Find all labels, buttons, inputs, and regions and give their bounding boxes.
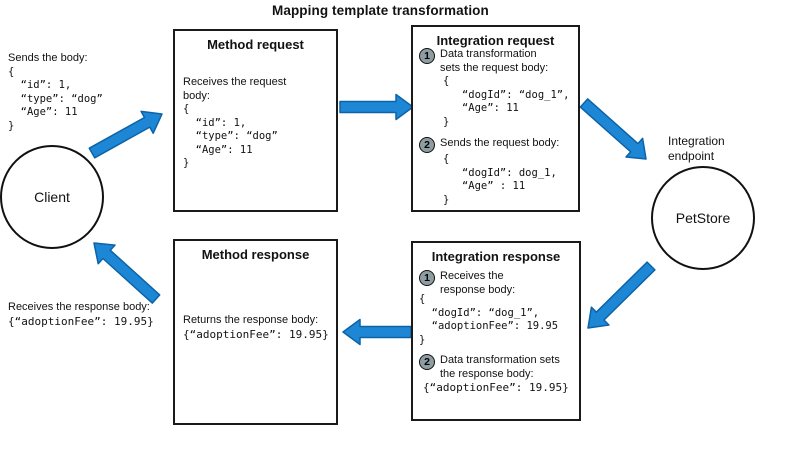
client-node-label: Client bbox=[34, 189, 70, 205]
method-request-code: { “id”: 1, “type”: “dog” “Age”: 11 } bbox=[183, 103, 278, 169]
petstore-node: PetStore bbox=[651, 166, 755, 270]
method-response-intro: Returns the response body: bbox=[183, 314, 319, 326]
integration-response-box: Integration response 1 Receives the resp… bbox=[411, 241, 581, 421]
integration-endpoint-label: Integration endpoint bbox=[668, 134, 725, 163]
client-receive-code: {“adoptionFee”: 19.95} bbox=[8, 314, 154, 328]
method-request-title: Method request bbox=[207, 37, 304, 52]
method-response-title: Method response bbox=[201, 247, 310, 262]
integration-request-step-1: 1 Data transformation sets the request b… bbox=[419, 48, 572, 75]
integration-request-title: Integration request bbox=[436, 33, 555, 48]
integration-response-step-2: 2 Data transformation sets the response … bbox=[419, 354, 573, 381]
step-2-badge: 2 bbox=[419, 354, 435, 370]
integration-response-step-2-code: {“adoptionFee”: 19.95} bbox=[423, 381, 569, 394]
arrow-client-to-method-request bbox=[88, 110, 163, 159]
arrow-integration-response-to-method-response bbox=[342, 318, 412, 346]
integration-request-step-2: 2 Sends the request body: bbox=[419, 137, 572, 153]
arrow-method-response-to-client bbox=[93, 242, 161, 304]
integration-response-title: Integration response bbox=[431, 249, 561, 264]
step-1-text: Receives the response body: bbox=[440, 270, 516, 296]
step-2-badge: 2 bbox=[419, 137, 435, 153]
method-request-intro: Receives the request body: bbox=[183, 76, 287, 102]
integration-request-step-1-code: { “dogId”: “dog_1”, “Age”: 11 } bbox=[443, 75, 570, 128]
diagram-title: Mapping template transformation bbox=[272, 3, 489, 18]
integration-request-step-2-code: { “dogId”: dog_1, “Age” : 11 } bbox=[443, 153, 557, 206]
step-1-text: Data transformation sets the request bod… bbox=[440, 48, 549, 74]
step-2-text: Sends the request body: bbox=[440, 137, 560, 149]
client-node: Client bbox=[0, 145, 104, 249]
client-send-intro: Sends the body: bbox=[8, 52, 88, 64]
arrow-integration-request-to-endpoint bbox=[579, 98, 647, 160]
method-request-box: Method request Receives the request body… bbox=[173, 29, 338, 212]
arrow-endpoint-to-integration-response bbox=[587, 261, 656, 329]
integration-request-box: Integration request 1 Data transformatio… bbox=[411, 25, 580, 212]
step-1-badge: 1 bbox=[419, 48, 435, 64]
client-send-note: Sends the body: { “id”: 1, “type”: “dog”… bbox=[8, 52, 103, 133]
method-response-code: {“adoptionFee”: 19.95} bbox=[183, 327, 329, 341]
step-2-text: Data transformation sets the response bo… bbox=[440, 354, 560, 380]
petstore-node-label: PetStore bbox=[675, 210, 731, 226]
integration-response-step-1-code: { “dogId”: “dog_1”, “adoptionFee”: 19.95… bbox=[419, 293, 559, 346]
method-response-box: Method response Returns the response bod… bbox=[173, 239, 338, 425]
arrow-method-request-to-integration-request bbox=[339, 93, 414, 121]
client-receive-intro: Receives the response body: bbox=[8, 301, 150, 313]
integration-response-step-1: 1 Receives the response body: bbox=[419, 270, 573, 297]
client-send-code: { “id”: 1, “type”: “dog” “Age”: 11 } bbox=[8, 65, 103, 132]
client-receive-note: Receives the response body: {“adoptionFe… bbox=[8, 301, 154, 328]
step-1-badge: 1 bbox=[419, 270, 435, 286]
